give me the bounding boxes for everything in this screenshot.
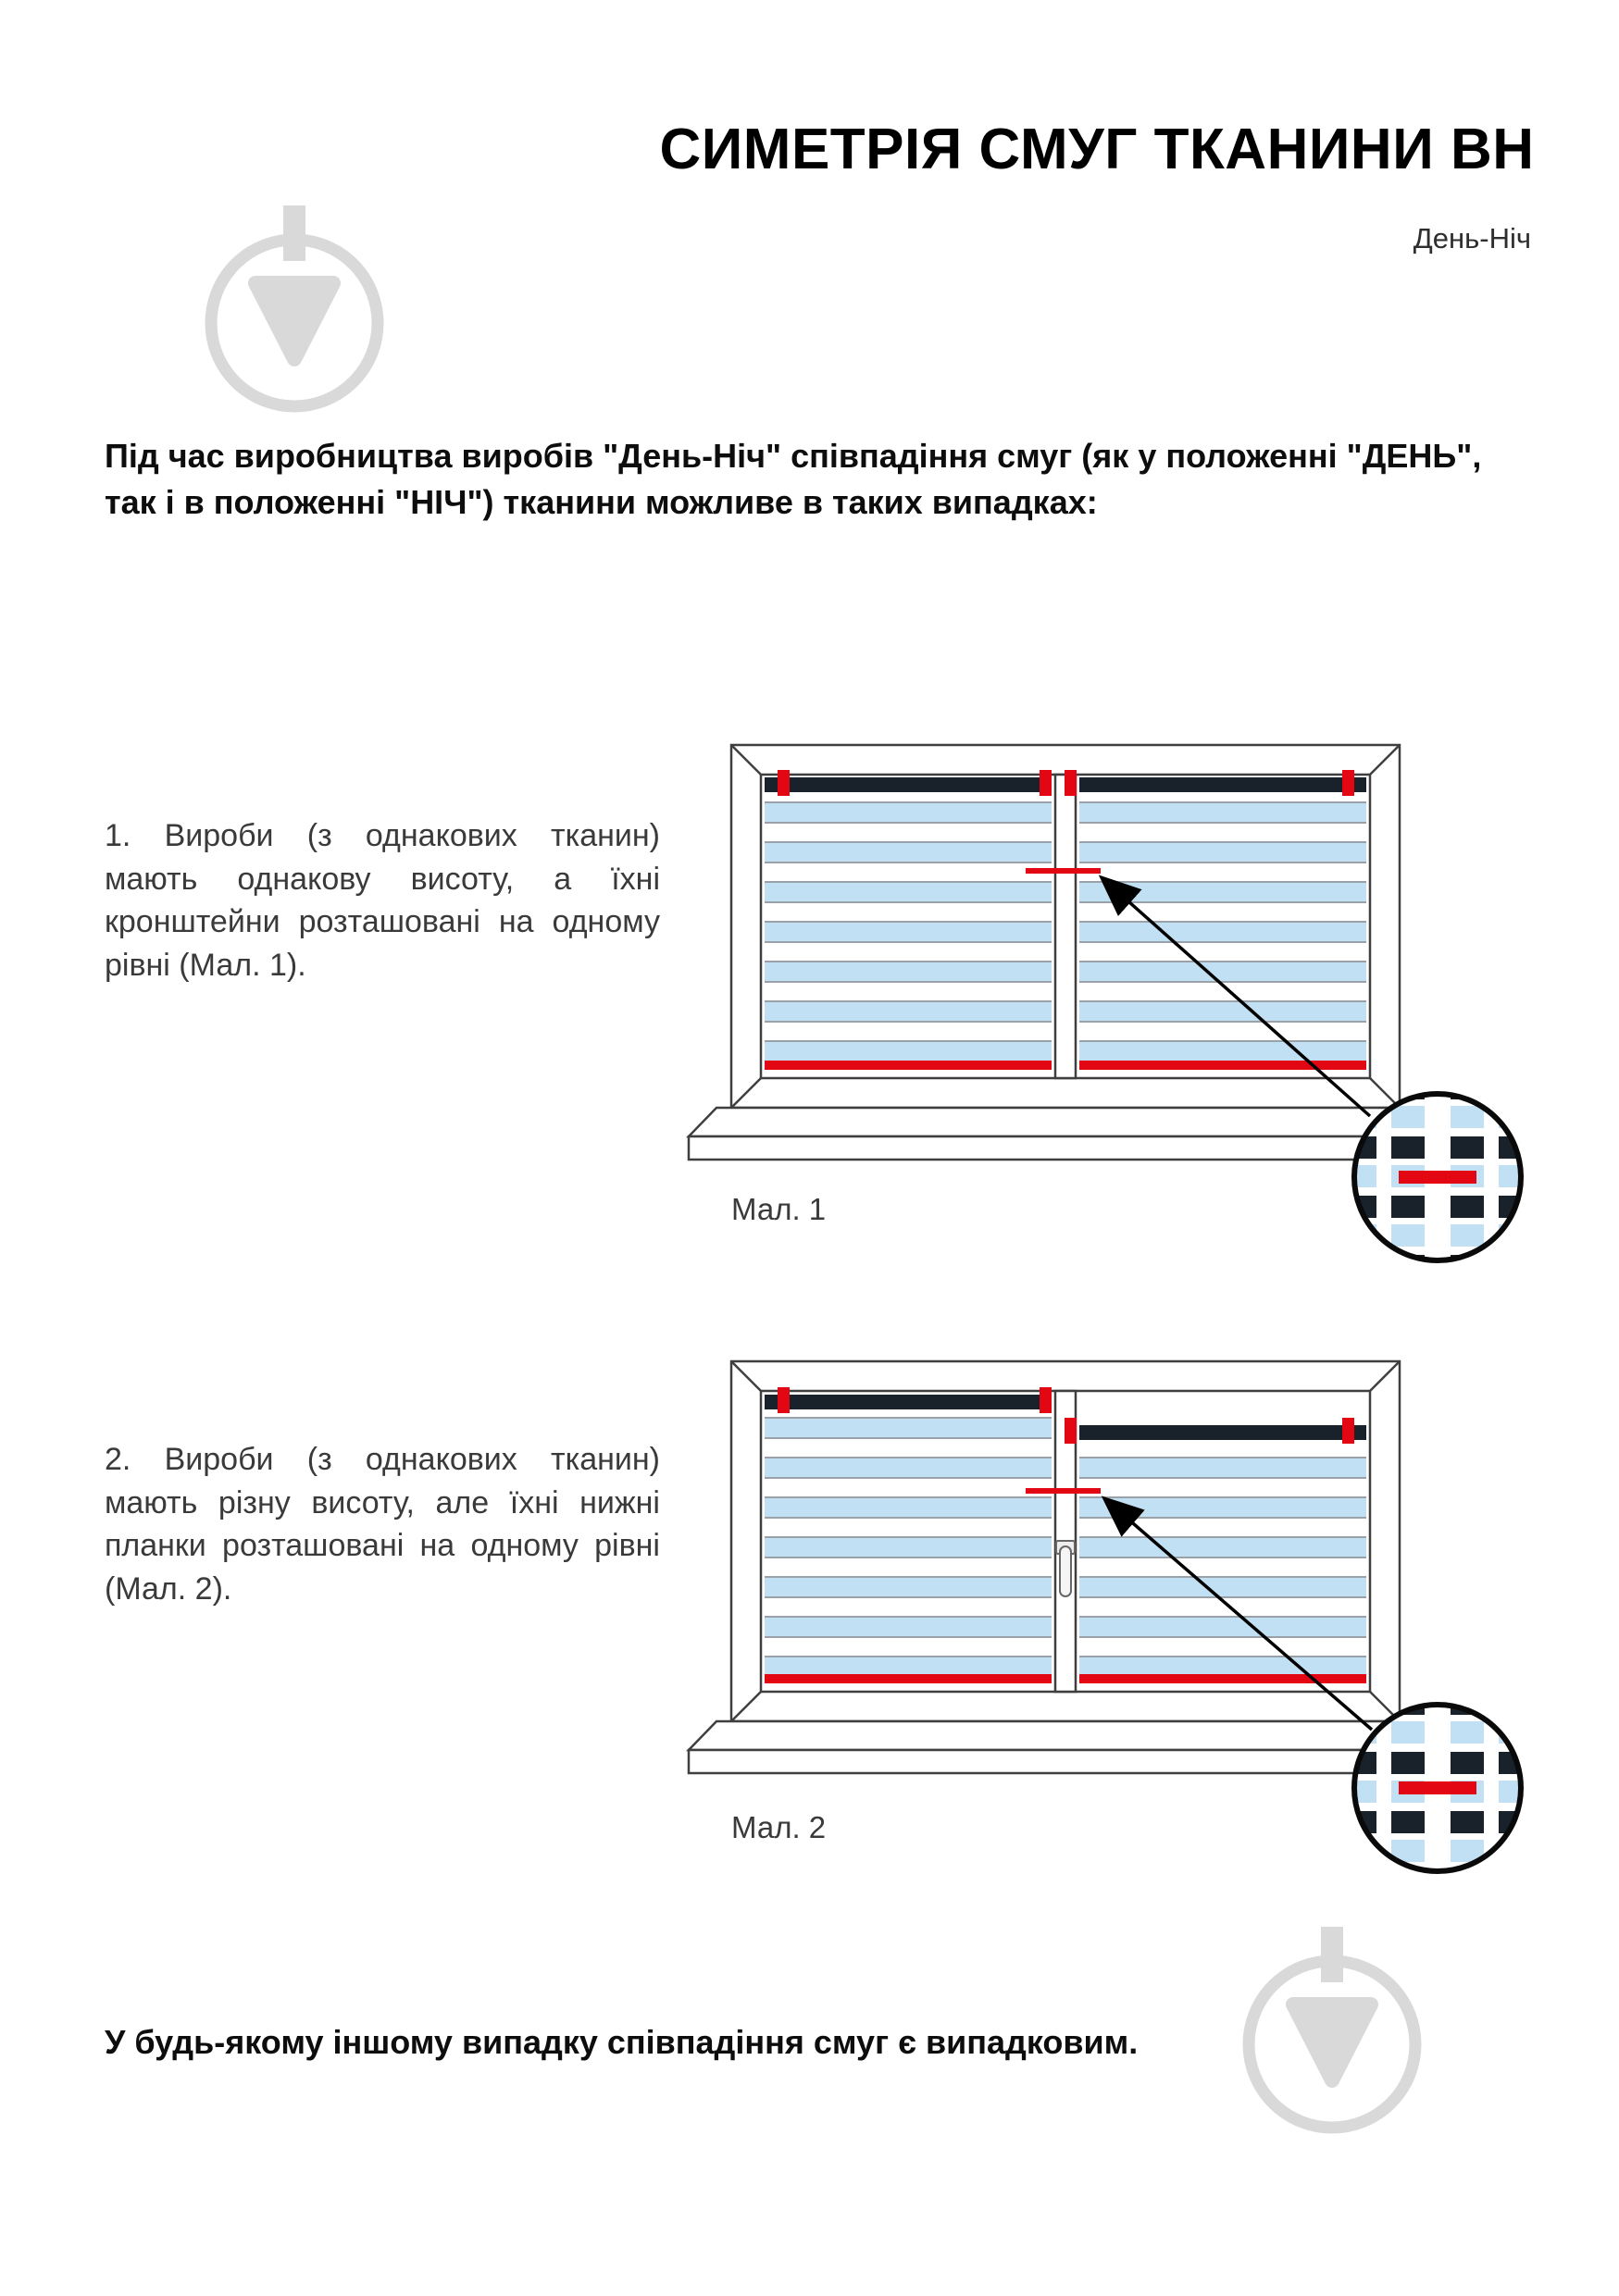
right-blind: [1065, 770, 1366, 1070]
stripe-alignment-line-zoom: [1399, 1171, 1476, 1184]
footer-statement: У будь-якому іншому випадку співпадіння …: [105, 2023, 1139, 2061]
brand-watermark-icon: [205, 205, 384, 413]
left-blind: [765, 1387, 1052, 1683]
pointer-arrow: [1101, 1496, 1374, 1731]
magnifier-detail: [1351, 1091, 1524, 1263]
stripe-alignment-line: [1026, 868, 1101, 874]
blind-top-tube: [765, 1395, 1052, 1409]
window-sill-front: [687, 1135, 1441, 1161]
blind-fabric-stripes: [1079, 795, 1366, 1061]
page-subtitle: День-Ніч: [1413, 222, 1531, 254]
page-title: СИМЕТРІЯ СМУГ ТКАНИНИ ВН: [659, 118, 1535, 181]
blind-bottom-bar: [1079, 1061, 1366, 1070]
blind-top-tube: [765, 777, 1052, 792]
blind-fabric-stripes: [765, 795, 1052, 1061]
figure-2-window-diagram: [686, 1359, 1524, 1874]
mounting-bracket: [778, 1387, 790, 1413]
blind-fabric-stripes: [765, 1412, 1052, 1674]
mounting-bracket: [1342, 1418, 1354, 1444]
blind-bottom-bar: [765, 1061, 1052, 1070]
mounting-bracket: [778, 770, 790, 796]
stripe-alignment-line: [1026, 1488, 1101, 1494]
intro-paragraph: Під час виробництва виробів "День-Ніч" с…: [105, 437, 1482, 521]
window-sill: [686, 1719, 1442, 1752]
blind-top-tube: [1079, 1425, 1366, 1440]
mounting-bracket: [1040, 770, 1052, 796]
blind-top-tube: [1079, 777, 1366, 792]
figure-1-window-diagram: [686, 743, 1524, 1263]
figure-2-caption: Мал. 2: [731, 1810, 827, 1844]
stripe-alignment-line-zoom: [1399, 1781, 1476, 1794]
brand-watermark-icon: [1242, 1927, 1422, 2134]
pointer-arrow: [1098, 875, 1372, 1118]
blind-fabric-stripes: [1079, 1443, 1366, 1674]
case-1-text: 1. Вироби (з однакових тканин) мають одн…: [105, 818, 660, 983]
case-2-text: 2. Вироби (з однакових тканин) мають різ…: [105, 1442, 660, 1607]
window-sill-front: [687, 1748, 1441, 1775]
mounting-bracket: [1040, 1387, 1052, 1413]
mounting-bracket: [1065, 1418, 1077, 1444]
mounting-bracket: [1342, 770, 1354, 796]
right-blind: [1065, 1418, 1366, 1683]
blind-bottom-bar: [765, 1674, 1052, 1683]
blind-bottom-bar: [1079, 1674, 1366, 1683]
mounting-bracket: [1065, 770, 1077, 796]
magnifier-detail: [1351, 1702, 1524, 1874]
window-sill: [686, 1106, 1442, 1138]
window-handle: [1055, 1540, 1076, 1597]
left-blind: [765, 770, 1052, 1070]
window-mullion: [1053, 773, 1077, 1080]
figure-1-caption: Мал. 1: [731, 1192, 827, 1226]
